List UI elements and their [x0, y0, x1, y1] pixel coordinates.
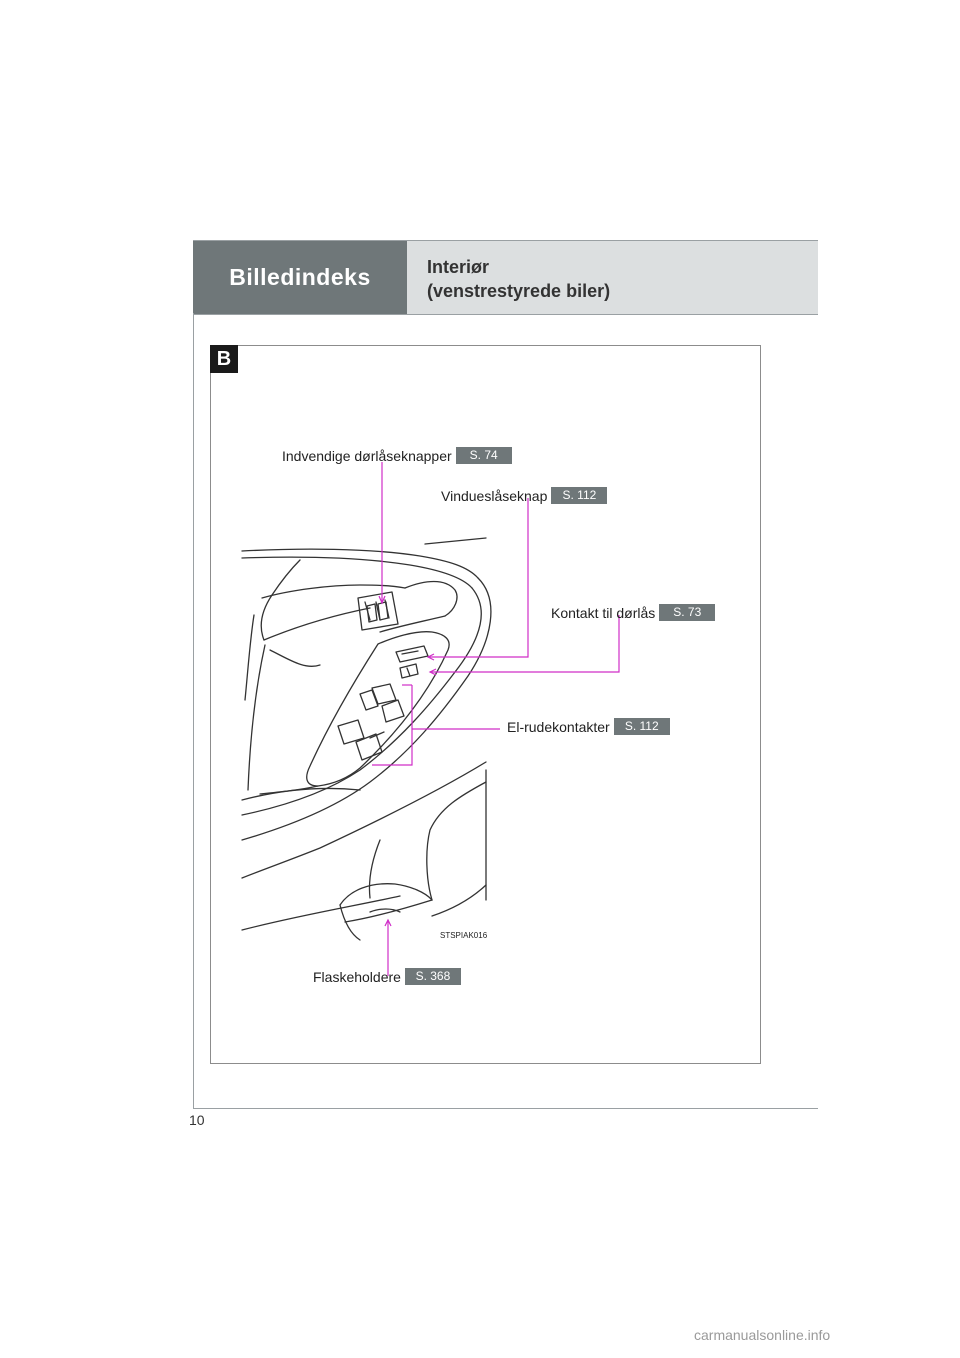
section-badge: B: [210, 345, 238, 373]
callout-door-lock-buttons: Indvendige dørlåseknapper S. 74: [282, 447, 512, 464]
callout-label: El-rudekontakter: [507, 718, 610, 735]
figure-frame: [210, 345, 761, 1064]
page-ref-badge[interactable]: S. 112: [613, 718, 670, 735]
page-ref-badge[interactable]: S. 74: [455, 447, 512, 464]
callout-door-lock-switch: Kontakt til dørlås S. 73: [551, 604, 716, 621]
callout-window-lock: Vindueslåseknap S. 112: [441, 487, 608, 504]
page-ref-badge[interactable]: S. 112: [551, 487, 608, 504]
callout-label: Flaskeholdere: [313, 968, 401, 985]
figure-code: STSPIAK016: [440, 931, 488, 940]
callout-label: Kontakt til dørlås: [551, 604, 656, 621]
page-ref-badge[interactable]: S. 368: [404, 968, 461, 985]
watermark: carmanualsonline.info: [694, 1327, 831, 1343]
page-title-line2: (venstrestyrede biler): [427, 281, 611, 301]
callout-bottle-holders: Flaskeholdere S. 368: [313, 968, 461, 985]
page-header: Billedindeks Interiør (venstrestyrede bi…: [193, 240, 818, 315]
callout-power-windows: El-rudekontakter S. 112: [507, 718, 670, 735]
callout-label: Vindueslåseknap: [441, 487, 548, 504]
page-title-line1: Interiør: [427, 257, 490, 277]
callout-label: Indvendige dørlåseknapper: [282, 447, 452, 464]
page-ref-badge[interactable]: S. 73: [659, 604, 716, 621]
bottom-rule: [193, 1108, 818, 1109]
section-tab: Billedindeks: [193, 241, 407, 314]
page-number: 10: [189, 1112, 205, 1128]
left-rule: [193, 313, 194, 1108]
page-title: Interiør (venstrestyrede biler): [427, 255, 610, 303]
